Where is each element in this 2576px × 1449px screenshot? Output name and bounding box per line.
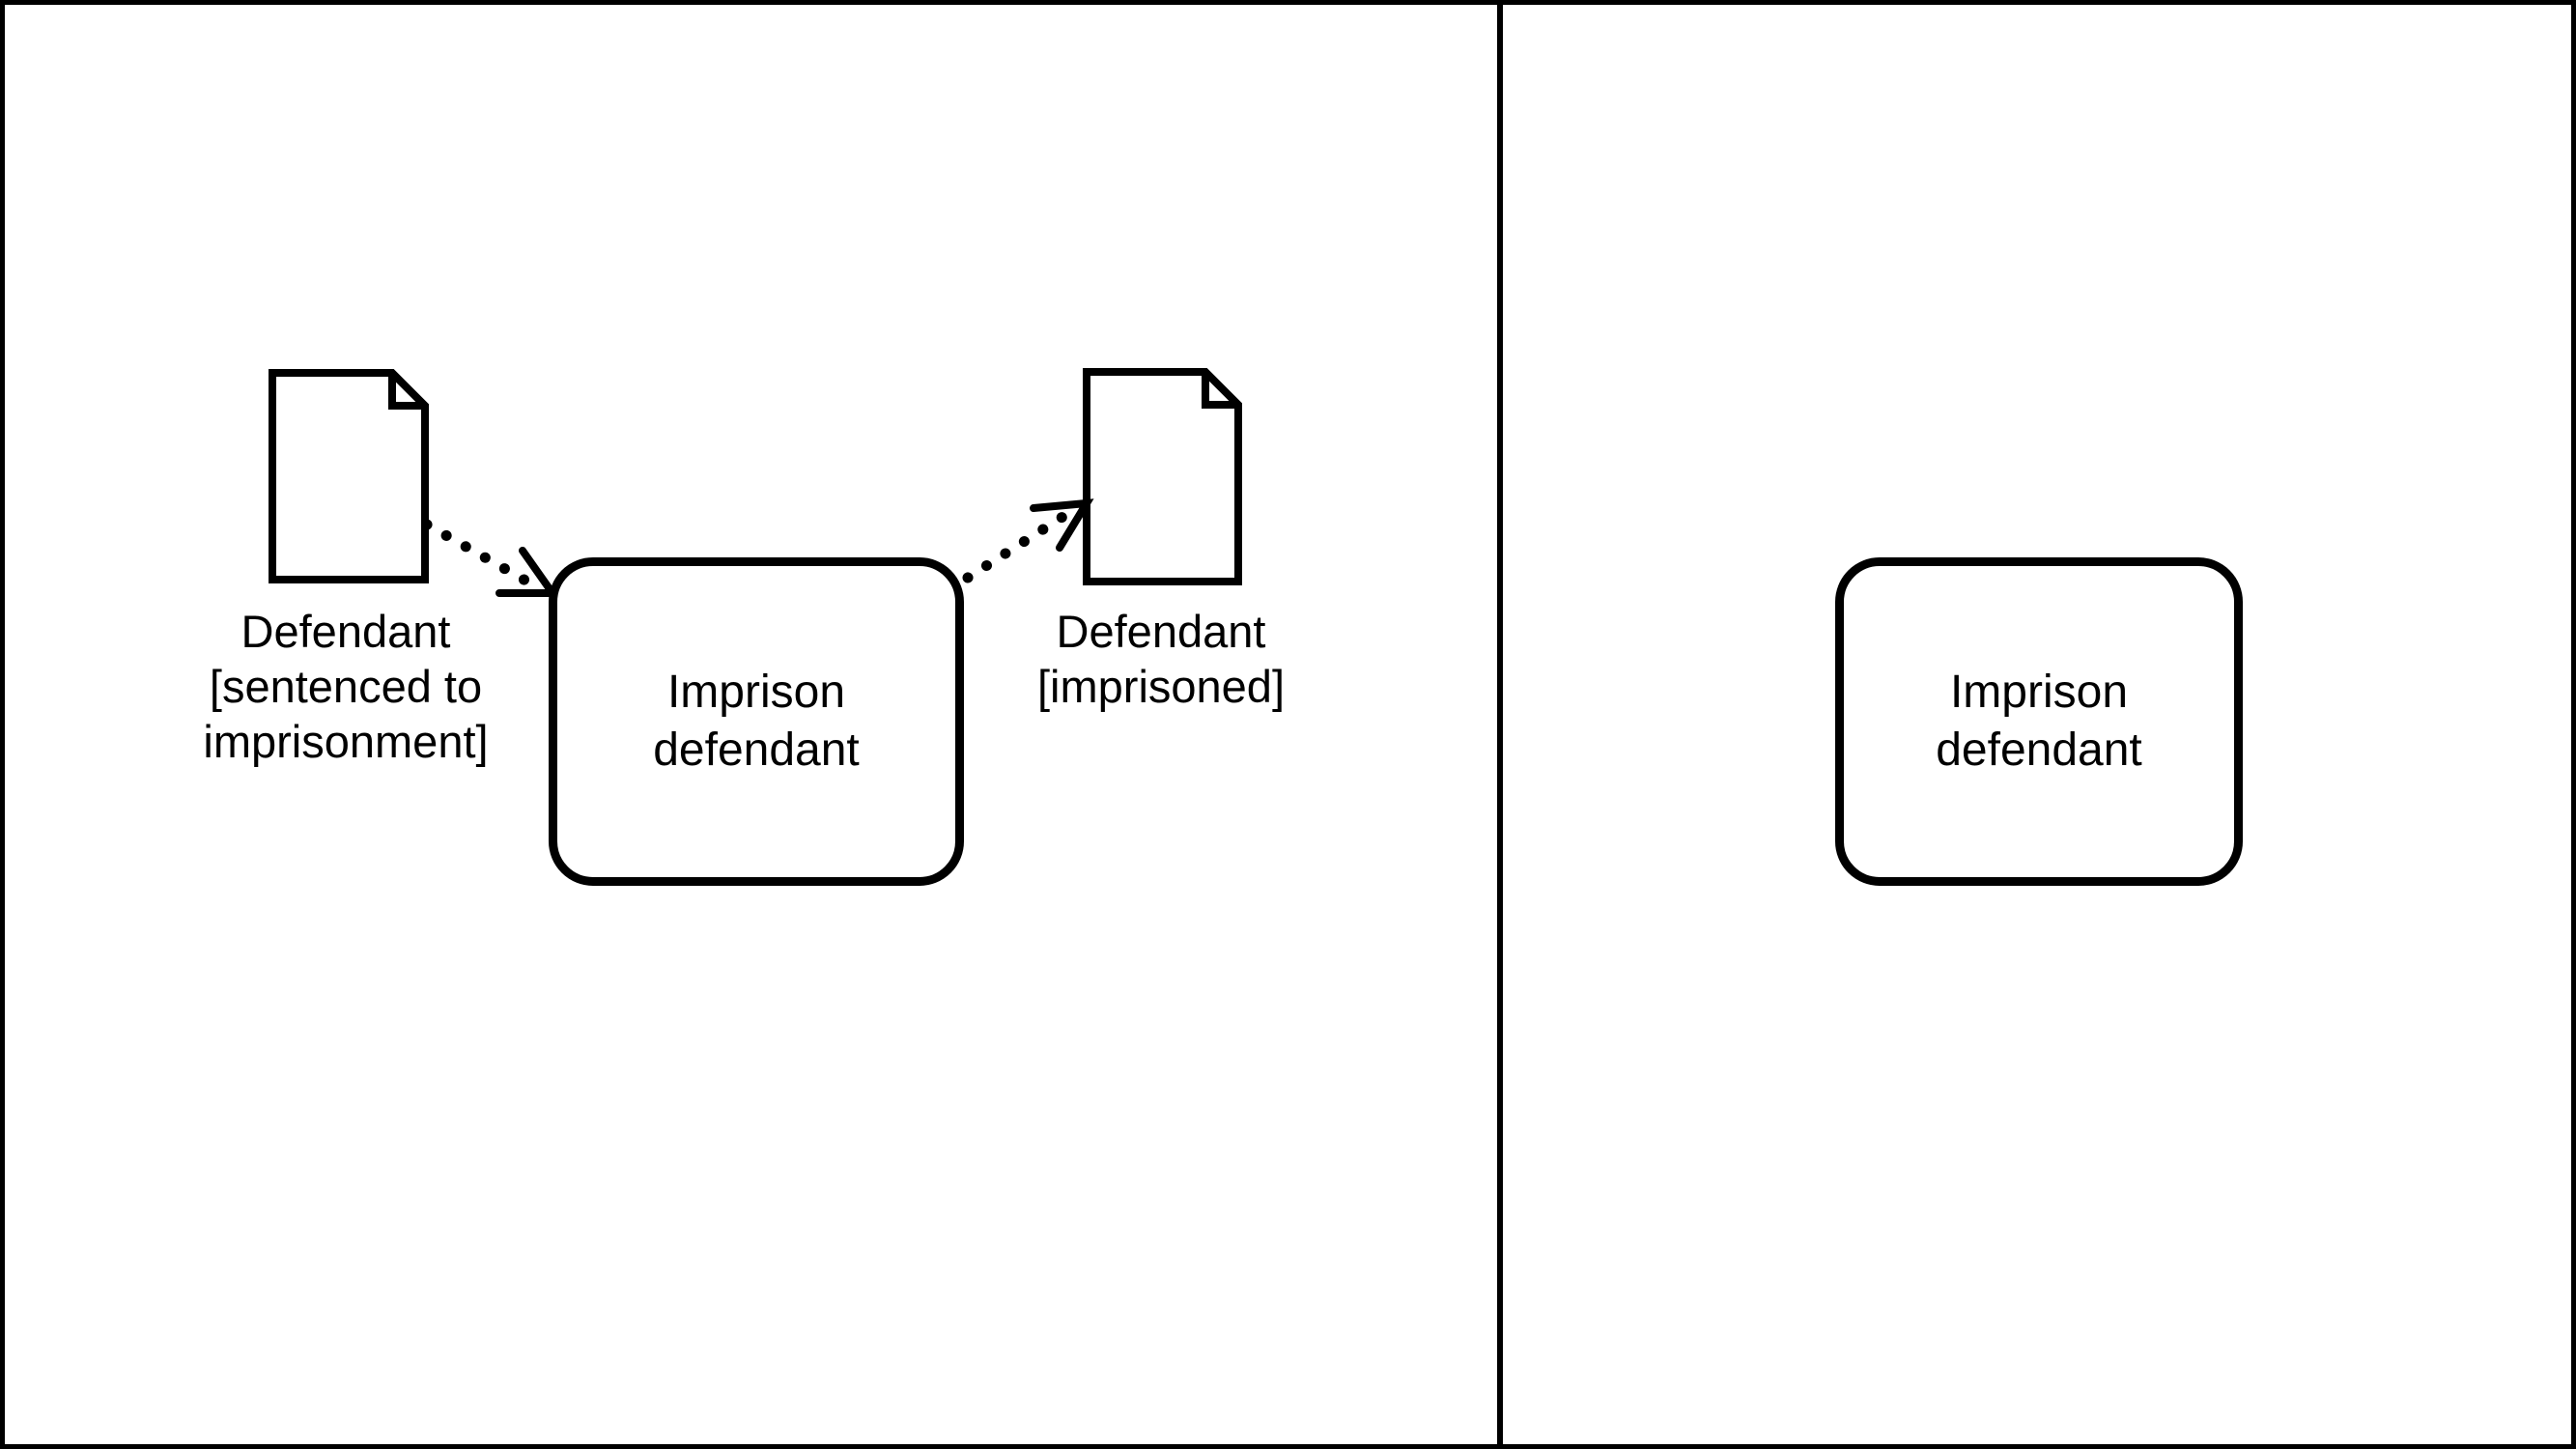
task-label: Imprison defendant <box>1936 664 2142 780</box>
task-label-line: defendant <box>1936 724 2142 776</box>
data-object-label-sentenced: Defendant [sentenced to imprisonment] <box>133 604 558 769</box>
label-line: Defendant <box>1056 606 1266 657</box>
label-line: [sentenced to <box>209 661 483 712</box>
label-line: [imprisoned] <box>1037 661 1285 712</box>
panel-divider <box>1497 5 1503 1444</box>
task-label-line: Imprison <box>666 667 846 718</box>
task-imprison-defendant: Imprison defendant <box>1835 557 2243 886</box>
task-imprison-defendant: Imprison defendant <box>549 557 964 886</box>
data-object-label-imprisoned: Defendant [imprisoned] <box>948 604 1373 714</box>
task-label: Imprison defendant <box>653 664 860 780</box>
label-line: Defendant <box>241 606 451 657</box>
task-label-line: Imprison <box>1949 667 2129 718</box>
label-line: imprisonment] <box>203 716 489 767</box>
task-label-line: defendant <box>653 724 860 776</box>
